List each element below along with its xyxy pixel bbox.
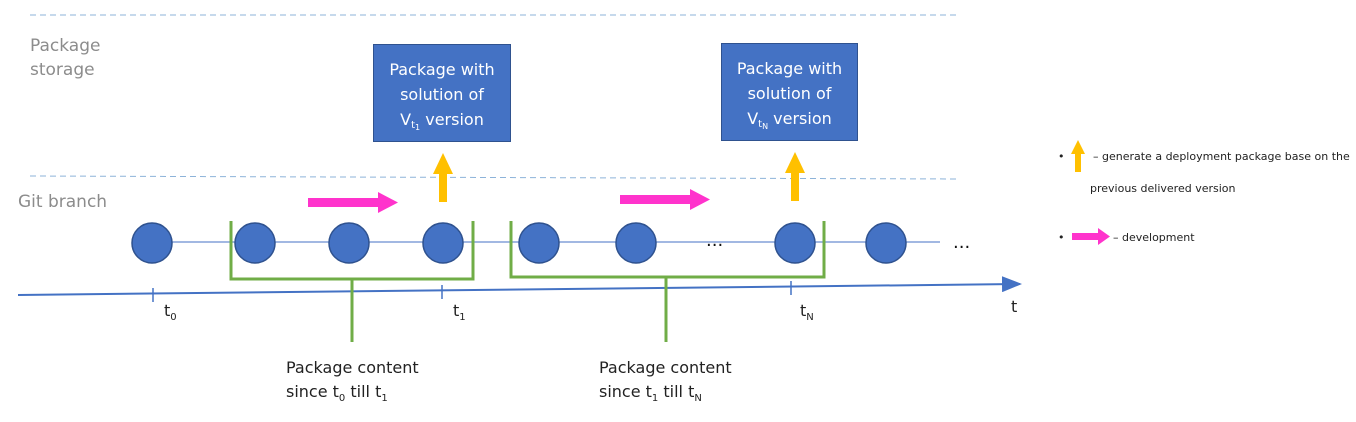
- package-box-version: Vt1 version: [400, 110, 484, 132]
- legend-bullet: •: [1058, 231, 1065, 244]
- legend-item1-line1: – generate a deployment package base on …: [1093, 150, 1350, 163]
- commit-node: [615, 222, 657, 264]
- commit-node: [131, 222, 173, 264]
- commit-node: [774, 222, 816, 264]
- time-axis-label: t: [1011, 297, 1018, 316]
- package-box-line1: Package with: [736, 59, 843, 78]
- commit-node: [328, 222, 370, 264]
- generate-package-arrow-icon: [785, 152, 805, 201]
- git-branch-label: Git branch: [18, 192, 108, 212]
- commit-node: [518, 222, 560, 264]
- package-box-tN: Package with solution of VtN version: [721, 43, 858, 141]
- generate-package-arrow-icon: [433, 153, 453, 202]
- time-axis: [17, 276, 1022, 296]
- tick-label-t1: t1: [453, 301, 466, 324]
- package-box-t1: Package with solution of Vt1 version: [373, 44, 511, 142]
- lane-separator-dashed-line: [29, 175, 961, 180]
- legend-item2: – development: [1113, 231, 1195, 244]
- legend-orange-arrow-icon: [1071, 140, 1085, 172]
- package-box-version: VtN version: [747, 109, 832, 131]
- commit-node: [234, 222, 276, 264]
- package-box-line2: solution of: [400, 85, 484, 104]
- ellipsis: ...: [706, 230, 724, 251]
- commit-node: [865, 222, 907, 264]
- package-box-line2: solution of: [747, 84, 832, 103]
- package-content-label-1: Package content since t0 till t1: [286, 356, 419, 411]
- legend-item1-line2: previous delivered version: [1090, 182, 1236, 195]
- package-content-label-line1: Package content: [599, 358, 732, 377]
- tick-label-tN: tN: [800, 301, 814, 324]
- development-arrow-icon: [308, 192, 398, 213]
- development-arrow-icon: [620, 189, 710, 210]
- package-content-label-line1: Package content: [286, 358, 419, 377]
- package-content-label-line2: since t0 till t1: [286, 382, 388, 405]
- ellipsis: ...: [953, 232, 971, 253]
- package-content-label-2: Package content since t1 till tN: [599, 356, 732, 411]
- legend-magenta-arrow-icon: [1072, 228, 1110, 245]
- package-box-line1: Package with: [389, 60, 495, 79]
- package-content-label-line2: since t1 till tN: [599, 382, 702, 405]
- legend-bullet: •: [1058, 150, 1065, 163]
- package-storage-label: Package storage: [30, 34, 100, 82]
- package-storage-label-line1: Package: [30, 36, 101, 56]
- commit-node: [422, 222, 464, 264]
- package-storage-label-line2: storage: [30, 60, 95, 80]
- tick-label-t0: t0: [164, 301, 177, 324]
